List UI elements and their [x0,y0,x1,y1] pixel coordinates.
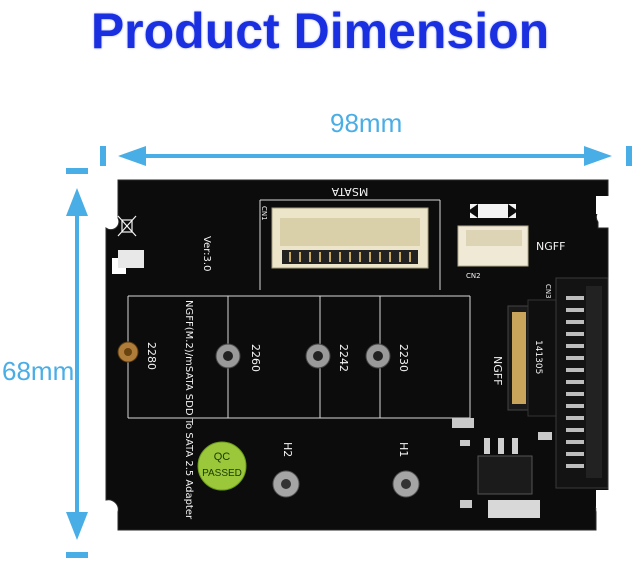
height-dimension-label: 68mm [2,356,75,386]
mode-switch-connector [457,204,529,267]
page-title: Product Dimension [90,3,550,59]
qc-passed-sticker: QC PASSED [197,441,247,491]
hole-h1-label: H1 [397,442,410,457]
ngff-m2-slot [507,299,557,417]
width-dimension-arrow [100,146,632,166]
cn1-label: CN1 [260,206,268,221]
version-label: Ver:3.0 [201,236,212,271]
ngff-slot-label: NGFF [491,356,504,385]
cn2-label: CN2 [466,272,481,280]
size-2230-label: 2230 [397,344,410,372]
label-sticker [118,250,144,268]
hole-h2-label: H2 [281,442,294,457]
height-dimension-arrow [66,168,88,558]
msata-label: MSATA [331,185,368,198]
product-line-label: NGFF(M.2)/mSATA SDD To SATA 2.5 Adapter [183,300,194,520]
ngff-switch-label: NGFF [536,240,565,253]
qc-label: QC [214,451,231,463]
chip-marking: 141305 [533,340,543,374]
sata-connector [555,277,609,489]
msata-connector [271,207,429,269]
width-dimension-label: 98mm [330,108,403,138]
size-2260-label: 2260 [249,344,262,372]
size-2280-label: 2280 [145,342,158,370]
mounting-holes [117,341,420,498]
cn3-label: CN3 [544,284,552,299]
adapter-board: QC PASSED MSATA NGFF NGFF 141305 NGFF(M.… [105,179,610,531]
recycle-bin-icon [117,215,137,237]
controller-chip [452,418,552,518]
passed-label: PASSED [202,468,242,479]
size-2242-label: 2242 [337,344,350,372]
